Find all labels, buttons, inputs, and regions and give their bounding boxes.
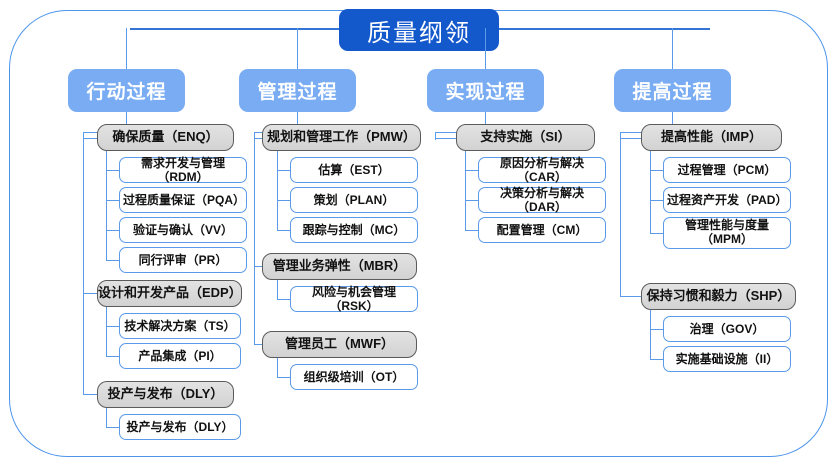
column-header-2[interactable]: 管理过程 — [239, 69, 356, 112]
child-spine-3-1 — [465, 151, 467, 231]
group-tick-4-2 — [620, 296, 642, 298]
child-tick-2-1-3 — [277, 230, 291, 232]
leaf-box-1-1-2[interactable]: 过程质量保证（PQA） — [119, 187, 247, 213]
leaf-box-2-1-3[interactable]: 跟踪与控制（MC） — [290, 217, 418, 243]
header-drop-4 — [672, 28, 674, 69]
child-spine-4-2 — [650, 310, 652, 360]
leaf-box-1-2-1[interactable]: 技术解决方案（TS） — [119, 313, 241, 339]
leaf-box-4-1-3[interactable]: 管理性能与度量（MPM） — [663, 217, 791, 249]
group-spine-2 — [254, 132, 256, 345]
group-box-2-2[interactable]: 管理业务弹性（MBR） — [262, 253, 417, 280]
leaf-box-3-1-2[interactable]: 决策分析与解决（DAR） — [478, 186, 606, 214]
child-spine-2-3 — [277, 358, 279, 378]
group-spine-4 — [620, 132, 622, 297]
child-spine-2-2 — [277, 280, 279, 300]
group-box-4-2[interactable]: 保持习惯和毅力（SHP） — [641, 283, 796, 310]
group-box-1-3[interactable]: 投产与发布（DLY） — [97, 381, 234, 408]
group-box-1-2[interactable]: 设计和开发产品（EDP） — [97, 280, 242, 307]
child-tick-4-2-2 — [650, 359, 664, 361]
child-tick-3-1-2 — [465, 200, 479, 202]
header-spine-top-1 — [126, 112, 128, 132]
leaf-box-1-1-3[interactable]: 验证与确认（VV） — [119, 217, 247, 243]
child-tick-2-1-1 — [277, 170, 291, 172]
child-spine-2-1 — [277, 151, 279, 231]
child-tick-1-1-4 — [106, 260, 120, 262]
child-tick-3-1-1 — [465, 170, 479, 172]
group-box-2-3[interactable]: 管理员工（MWF） — [262, 331, 417, 358]
child-tick-4-1-3 — [650, 233, 664, 235]
leaf-box-3-1-1[interactable]: 原因分析与解决（CAR） — [478, 156, 606, 184]
leaf-box-2-1-1[interactable]: 估算（EST） — [290, 157, 418, 183]
child-tick-1-2-2 — [106, 356, 120, 358]
leaf-box-2-1-2[interactable]: 策划（PLAN） — [290, 187, 418, 213]
header-drop-3 — [485, 28, 487, 69]
leaf-box-1-1-4[interactable]: 同行评审（PR） — [119, 247, 247, 273]
header-drop-1 — [126, 28, 128, 69]
group-tick-2-1 — [254, 138, 269, 140]
header-spine-top-2 — [297, 112, 299, 132]
child-tick-1-3-1 — [106, 427, 120, 429]
column-header-4[interactable]: 提高过程 — [614, 69, 731, 112]
child-tick-2-3-1 — [277, 377, 291, 379]
leaf-box-4-1-1[interactable]: 过程管理（PCM） — [663, 157, 791, 183]
group-tick-1-3 — [83, 394, 98, 396]
group-spine-1 — [83, 132, 85, 395]
child-tick-1-1-2 — [106, 200, 120, 202]
leaf-box-2-3-1[interactable]: 组织级培训（OT） — [290, 364, 418, 390]
child-tick-3-1-3 — [465, 230, 479, 232]
child-tick-4-2-1 — [650, 329, 664, 331]
child-tick-4-1-2 — [650, 200, 664, 202]
child-tick-1-2-1 — [106, 326, 120, 328]
child-spine-1-3 — [106, 408, 108, 428]
leaf-box-4-2-2[interactable]: 实施基础设施（II） — [663, 346, 791, 372]
leaf-box-4-2-1[interactable]: 治理（GOV） — [663, 316, 791, 342]
header-spine-top-3 — [485, 112, 487, 132]
group-box-2-1[interactable]: 规划和管理工作（PMW） — [262, 124, 421, 151]
child-spine-1-2 — [106, 307, 108, 357]
group-tick-4-1 — [620, 138, 642, 140]
group-tick-2-3 — [254, 344, 269, 346]
group-box-3-1[interactable]: 支持实施（SI） — [456, 124, 595, 151]
column-header-1[interactable]: 行动过程 — [68, 69, 185, 112]
child-tick-1-1-1 — [106, 170, 120, 172]
leaf-box-3-1-3[interactable]: 配置管理（CM） — [478, 217, 606, 243]
leaf-box-2-2-1[interactable]: 风险与机会管理（RSK） — [290, 285, 418, 313]
leaf-box-1-3-1[interactable]: 投产与发布（DLY） — [119, 414, 241, 440]
child-spine-1-1 — [106, 151, 108, 261]
group-tick-1-2 — [83, 293, 98, 295]
group-box-1-1[interactable]: 确保质量（ENQ） — [97, 124, 234, 151]
group-tick-1-1 — [83, 138, 98, 140]
diagram-title: 质量纲领 — [339, 9, 499, 51]
leaf-box-1-2-2[interactable]: 产品集成（PI） — [119, 343, 241, 369]
leaf-box-4-1-2[interactable]: 过程资产开发（PAD） — [663, 187, 791, 213]
leaf-box-1-1-1[interactable]: 需求开发与管理（RDM） — [119, 156, 247, 184]
group-tick-2-2 — [254, 266, 269, 268]
header-drop-2 — [297, 28, 299, 69]
child-tick-2-1-2 — [277, 200, 291, 202]
child-spine-4-1 — [650, 151, 652, 234]
group-tick-3-1 — [435, 138, 457, 140]
group-spine-3 — [435, 132, 437, 140]
column-header-3[interactable]: 实现过程 — [427, 69, 544, 112]
header-spine-top-4 — [672, 112, 674, 132]
child-tick-2-2-1 — [277, 299, 291, 301]
group-box-4-1[interactable]: 提高性能（IMP） — [641, 124, 782, 151]
child-tick-4-1-1 — [650, 170, 664, 172]
child-tick-1-1-3 — [106, 230, 120, 232]
